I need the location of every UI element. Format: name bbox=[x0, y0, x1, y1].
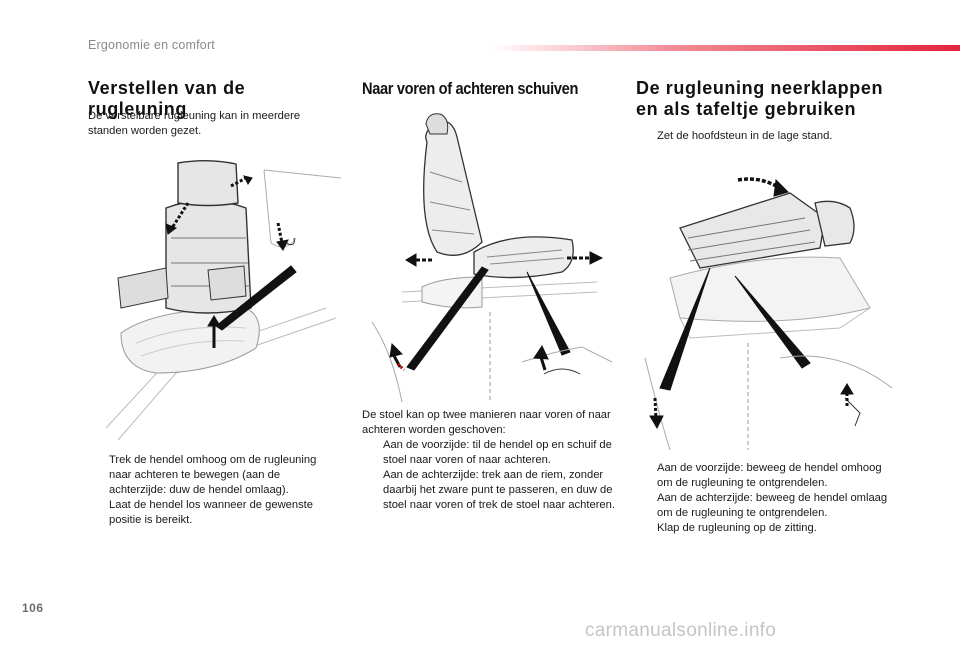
list-item: Laat de hendel los wanneer de gewenste p… bbox=[109, 499, 314, 526]
list-item: Aan de achterzijde: beweeg de hendel oml… bbox=[657, 492, 888, 519]
intro-slide: De stoel kan op twee manieren naar voren… bbox=[362, 409, 611, 436]
list-item: Aan de achterzijde: trek aan de riem, zo… bbox=[383, 469, 615, 511]
seat-recline-illustration bbox=[96, 158, 342, 443]
page-number: 106 bbox=[22, 601, 44, 615]
steps-slide: Aan de voorzijde: til de hendel op en sc… bbox=[362, 438, 620, 513]
heading-fold-line1: De rugleuning neerklappen bbox=[636, 78, 884, 98]
list-item: Klap de rugleuning op de zitting. bbox=[657, 522, 817, 534]
list-item: Trek de hendel omhoog om de rugleuning n… bbox=[109, 454, 317, 496]
list-item: Aan de voorzijde: beweeg de hendel omhoo… bbox=[657, 462, 882, 489]
heading-fold-line2: en als tafeltje gebruiken bbox=[636, 99, 857, 119]
list-item: Aan de voorzijde: til de hendel op en sc… bbox=[383, 439, 612, 466]
steps-recline: Trek de hendel omhoog om de rugleuning n… bbox=[88, 453, 338, 528]
section-label: Ergonomie en comfort bbox=[88, 38, 215, 52]
steps-fold: Aan de voorzijde: beweeg de hendel omhoo… bbox=[636, 461, 898, 536]
list-item: Zet de hoofdsteun in de lage stand. bbox=[657, 130, 833, 142]
column-slide: Naar voren of achteren schuiven bbox=[362, 78, 618, 99]
step-headrest: Zet de hoofdsteun in de lage stand. bbox=[636, 129, 886, 144]
heading-slide: Naar voren of achteren schuiven bbox=[362, 79, 579, 98]
heading-recline: Verstellen van de rugleuning bbox=[88, 78, 246, 119]
column-recline: Verstellen van de rugleuning bbox=[88, 78, 338, 120]
seat-fold-illustration bbox=[640, 158, 893, 451]
slide-text-block: De stoel kan op twee manieren naar voren… bbox=[362, 408, 620, 513]
header-accent-bar bbox=[490, 45, 960, 51]
intro-recline: De verstelbare rugleuning kan in meerder… bbox=[88, 110, 301, 137]
column-fold: De rugleuning neerklappen en als tafeltj… bbox=[636, 78, 896, 120]
seat-slide-illustration bbox=[362, 112, 617, 403]
watermark: carmanualsonline.info bbox=[585, 620, 777, 641]
